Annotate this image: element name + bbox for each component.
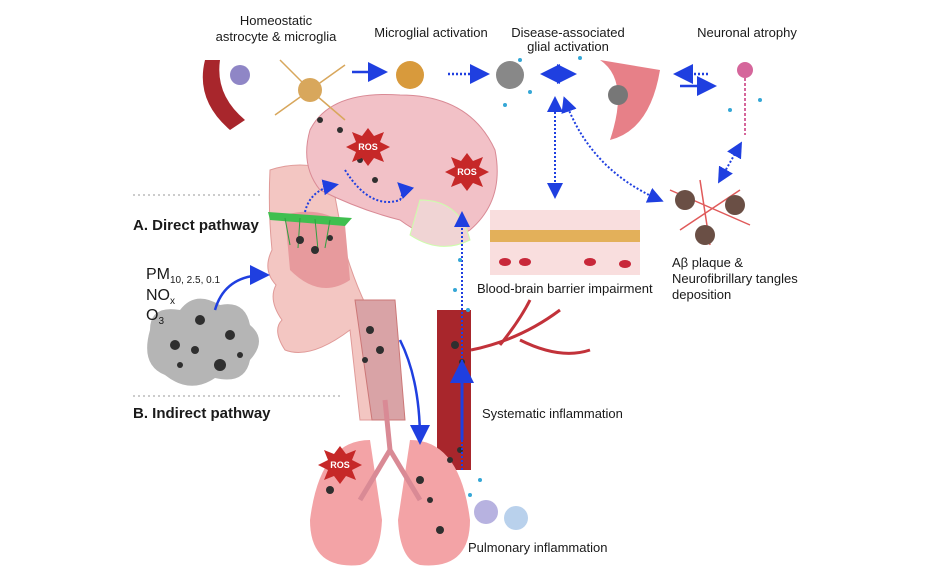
particles bbox=[170, 117, 553, 534]
blood-vessel bbox=[437, 310, 471, 470]
arrow-trachea-to-lungs bbox=[398, 339, 430, 445]
cerebellum bbox=[409, 199, 471, 247]
arrow-brain-internal bbox=[344, 169, 415, 203]
plaques-tangles bbox=[669, 179, 751, 246]
vessel-branches bbox=[470, 299, 591, 355]
disease-glial-label-1: Disease-associated bbox=[511, 25, 625, 40]
systematic-inflammation-label: Systematic inflammation bbox=[482, 406, 623, 421]
ros-burst-brain bbox=[346, 128, 390, 166]
olfactory-nerves bbox=[284, 217, 331, 251]
arrow-glia-plaques bbox=[561, 96, 664, 203]
vessel-top-right bbox=[600, 60, 660, 140]
arrow-nose-to-brain bbox=[304, 179, 339, 213]
homeostatic-label-2: astrocyte & microglia bbox=[215, 29, 337, 44]
activated-microglia bbox=[396, 61, 424, 89]
lung-airways bbox=[357, 399, 423, 502]
o-text: O bbox=[146, 307, 159, 324]
pollutant-nox: NOx bbox=[146, 286, 175, 312]
bbb-panel bbox=[490, 210, 640, 275]
pulmonary-inflammation-label: Pulmonary inflammation bbox=[468, 540, 608, 555]
plaque-label-2: Neurofibrillary tangles bbox=[672, 271, 798, 286]
atrophic-neuron bbox=[737, 62, 753, 78]
vessel-top-left bbox=[202, 60, 245, 130]
astrocyte-processes bbox=[274, 59, 346, 121]
ros-label-cerebellum: ROS bbox=[457, 167, 477, 177]
ros-label-brain: ROS bbox=[358, 142, 378, 152]
o-subscript: 3 bbox=[158, 316, 165, 328]
immune-cell-2 bbox=[504, 506, 528, 530]
direct-pathway-label: A. Direct pathway bbox=[133, 217, 259, 234]
disease-astrocyte bbox=[608, 85, 628, 105]
olfactory-bulb bbox=[268, 212, 352, 226]
pollutant-pm: PM10, 2.5, 0.1 bbox=[146, 265, 220, 291]
arrow-plaques-neuron bbox=[718, 141, 742, 184]
no-text: NO bbox=[146, 287, 170, 304]
pm-subscript: 10, 2.5, 0.1 bbox=[170, 275, 221, 287]
bbb-endothelium bbox=[490, 230, 640, 242]
ros-label-lung: ROS bbox=[330, 460, 350, 470]
disease-glial-label-2: glial activation bbox=[527, 39, 609, 54]
homeostatic-label-1: Homeostatic bbox=[239, 13, 313, 28]
plaque-label-1: Aβ plaque & bbox=[672, 255, 744, 270]
red-blood-cells bbox=[499, 258, 631, 268]
disease-microglia bbox=[496, 61, 524, 89]
arrow-cloud-to-nose bbox=[213, 265, 270, 311]
homeostatic-microglia bbox=[230, 65, 250, 85]
immune-cell-1 bbox=[474, 500, 498, 524]
pm-text: PM bbox=[146, 266, 170, 283]
pollution-cloud bbox=[147, 298, 259, 386]
neuronal-atrophy-label: Neuronal atrophy bbox=[697, 25, 797, 40]
right-lung bbox=[398, 440, 470, 566]
plaque-label-3: deposition bbox=[672, 287, 732, 302]
bbb-label: Blood-brain barrier impairment bbox=[477, 281, 653, 296]
microglial-activation-label: Microglial activation bbox=[374, 25, 488, 40]
indirect-pathway-label: B. Indirect pathway bbox=[133, 405, 271, 422]
no-subscript: x bbox=[170, 296, 175, 308]
pollutant-o3: O3 bbox=[146, 306, 164, 332]
ros-burst-lung bbox=[318, 446, 362, 484]
ros-burst-cerebellum bbox=[445, 153, 489, 191]
cytokine-dots bbox=[453, 56, 762, 497]
